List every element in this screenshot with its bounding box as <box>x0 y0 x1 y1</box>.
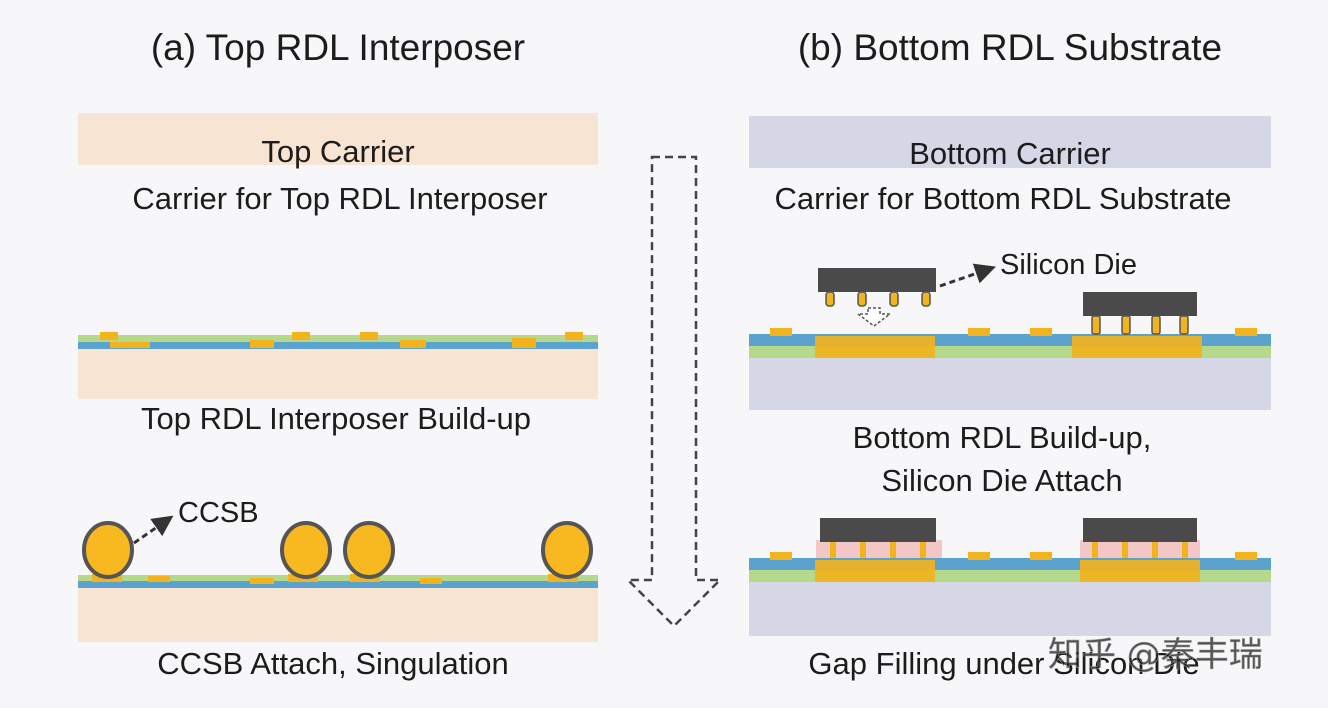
ccsb-ball <box>343 521 395 579</box>
watermark: 知乎 @秦丰瑞 <box>1048 635 1263 675</box>
top-carrier-label: Top Carrier <box>261 134 414 169</box>
underfill-region <box>816 540 1200 558</box>
left-step1-caption: Carrier for Top RDL Interposer <box>132 181 547 216</box>
silicon-die <box>820 518 936 542</box>
ccsb-ball <box>541 521 593 579</box>
ccsb-solder-balls <box>82 521 593 579</box>
right-step1-caption: Carrier for Bottom RDL Substrate <box>774 181 1231 216</box>
title-bottom-rdl-substrate: (b) Bottom RDL Substrate <box>798 27 1222 68</box>
silicon-die <box>1083 518 1197 542</box>
silicon-die-floating <box>818 268 936 327</box>
ccsb-label: CCSB <box>178 497 259 529</box>
left-step3-caption: CCSB Attach, Singulation <box>157 646 509 681</box>
bottom-carrier-block <box>749 116 1271 168</box>
ccsb-ball <box>280 521 332 579</box>
gap-filling-stack <box>749 518 1271 636</box>
title-top-rdl-interposer: (a) Top RDL Interposer <box>151 27 525 68</box>
left-step2-caption: Top RDL Interposer Build-up <box>141 401 531 436</box>
top-rdl-buildup-stack <box>78 332 598 399</box>
silicon-die-label: Silicon Die <box>1000 249 1137 281</box>
silicon-die-pointer-arrow-icon <box>939 263 996 288</box>
bottom-carrier-label: Bottom Carrier <box>909 136 1111 171</box>
dashed-down-arrow-icon <box>624 155 724 628</box>
ccsb-stack <box>78 574 598 642</box>
right-step2-caption-line1: Bottom RDL Build-up, <box>853 420 1152 455</box>
silicon-die-attached <box>1083 292 1197 335</box>
top-carrier-block <box>78 113 598 165</box>
ccsb-pointer-arrow-icon <box>133 515 174 545</box>
placement-down-arrow-icon <box>855 307 893 327</box>
right-step3-caption: Gap Filling under Silicon Die <box>808 646 1199 681</box>
right-step2-caption-line2: Silicon Die Attach <box>881 463 1122 498</box>
bottom-rdl-buildup-stack <box>749 328 1271 410</box>
ccsb-ball <box>82 521 134 579</box>
